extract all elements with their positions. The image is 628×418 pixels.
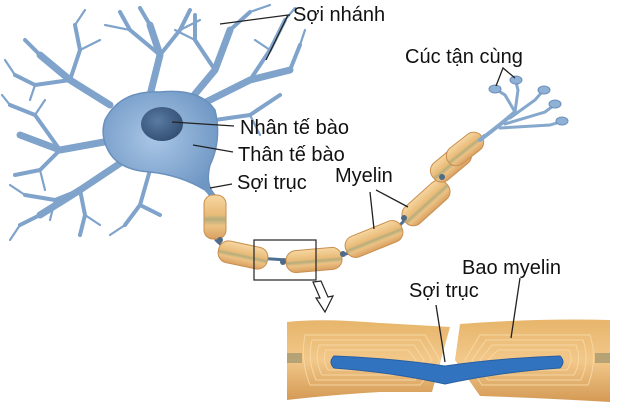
- node-of-ranvier: [280, 259, 286, 265]
- leader-cell-body: [192, 144, 234, 153]
- myelin-segment: [285, 246, 343, 274]
- label-dendrites: Sợi nhánh: [293, 4, 386, 26]
- node-of-ranvier: [340, 251, 346, 257]
- terminal-button: [555, 116, 569, 126]
- terminal-button: [548, 99, 562, 109]
- nucleus: [141, 107, 183, 141]
- leader-lines: [171, 14, 521, 363]
- label-myelin: Myelin: [335, 165, 393, 187]
- node-of-ranvier: [401, 215, 407, 221]
- terminal-button: [509, 75, 523, 85]
- leader-myelin: [369, 189, 409, 230]
- myelin-segment: [217, 240, 269, 270]
- myelin-segments: [203, 131, 485, 274]
- label-axon: Sợi trục: [237, 172, 307, 194]
- myelin-segment: [445, 131, 485, 167]
- leader-axon: [209, 183, 233, 189]
- node-of-ranvier: [439, 174, 445, 180]
- terminal-button: [488, 84, 502, 94]
- leader-axon-detail: [435, 304, 446, 363]
- leader-nucleus: [171, 121, 235, 127]
- label-axon-terminals: Cúc tận cùng: [405, 46, 523, 68]
- terminal-button: [537, 85, 551, 95]
- label-nucleus: Nhân tế bào: [240, 117, 349, 139]
- myelin-segment: [401, 179, 451, 227]
- leader-terminals: [495, 66, 516, 87]
- label-cell-body: Thân tế bào: [238, 144, 345, 166]
- leader-sheath: [510, 277, 521, 339]
- myelin-detail: [287, 319, 610, 402]
- axon-detail-core: [330, 355, 564, 385]
- zoom-arrow: [312, 280, 335, 314]
- label-axon-detail: Sợi trục: [409, 280, 479, 302]
- dendrites: [0, 3, 307, 242]
- node-of-ranvier: [217, 237, 223, 243]
- label-myelin-sheath: Bao myelin: [462, 257, 561, 279]
- leader-dendrites: [219, 14, 290, 61]
- myelin-segment: [344, 220, 404, 258]
- zoom-box: [253, 239, 317, 281]
- myelin-segment: [203, 194, 227, 240]
- cell-body: [102, 90, 219, 197]
